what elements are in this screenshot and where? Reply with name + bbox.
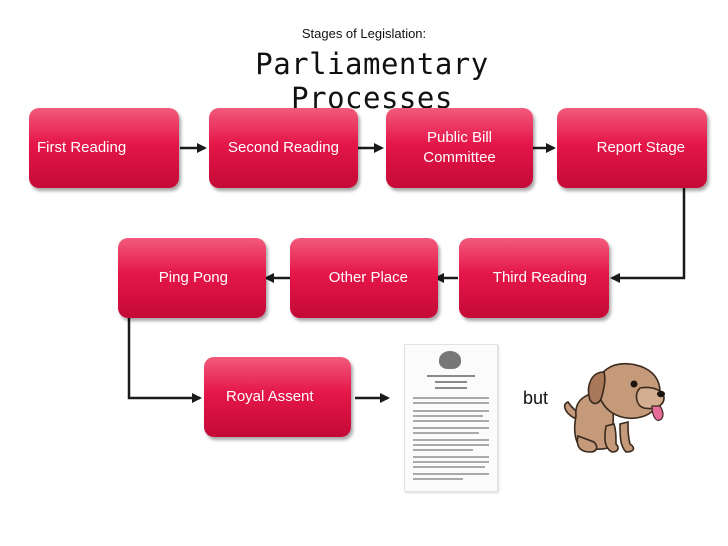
cartoon-dog-icon xyxy=(563,363,665,453)
stage-ping-pong: Ping Pong xyxy=(118,238,266,318)
stage-public-bill-committee: Public Bill Committee xyxy=(386,108,533,188)
stage-first-reading: First Reading xyxy=(29,108,179,188)
but-label: but xyxy=(523,388,549,408)
stage-second-reading: Second Reading xyxy=(209,108,358,188)
stage-report-stage: Report Stage xyxy=(557,108,707,188)
stage-ping-pong-label: Ping Pong xyxy=(158,268,228,286)
stage-royal-assent-label: Royal Assent xyxy=(226,387,314,405)
stage-first-reading-label: First Reading xyxy=(37,138,127,156)
stage-royal-assent: Royal Assent xyxy=(204,357,351,437)
stage-report-stage-label: Report Stage xyxy=(596,138,685,156)
stage-other-place: Other Place xyxy=(290,238,438,318)
stage-other-place-label: Other Place xyxy=(328,268,408,286)
diagram-subtitle: Stages of Legislation: xyxy=(301,26,427,41)
stage-committee-label-line2: Committee xyxy=(423,149,496,166)
stage-third-reading-label: Third Reading xyxy=(492,268,587,286)
act-document-icon xyxy=(404,344,498,492)
stage-third-reading: Third Reading xyxy=(459,238,609,318)
stage-second-reading-label: Second Reading xyxy=(228,138,339,156)
stage-committee-label-line1: Public Bill xyxy=(426,128,493,146)
arrow-pingpong-to-royal xyxy=(127,318,202,403)
arrow-report-to-third xyxy=(610,183,686,283)
